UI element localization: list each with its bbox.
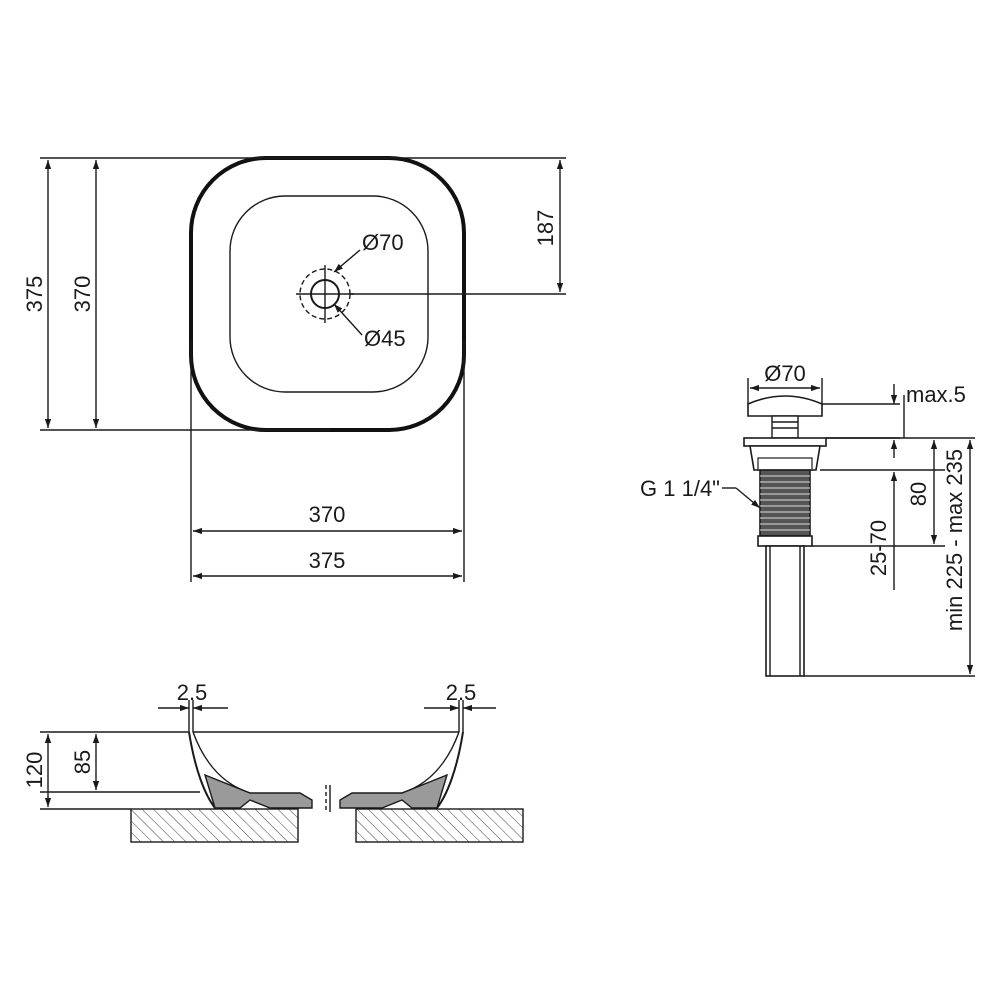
dim-thread: G 1 1/4"	[640, 476, 720, 501]
section-right	[339, 773, 449, 809]
dim-cap-max: max.5	[906, 382, 966, 407]
leader-drain-outer	[333, 249, 361, 273]
drain-cap	[747, 395, 823, 417]
dim-height-outer: 375	[22, 276, 47, 313]
drain-stem	[771, 415, 799, 439]
drain-flange	[743, 437, 827, 447]
dim-width-inner: 370	[309, 502, 346, 527]
section-left	[203, 773, 313, 809]
drain-view: Ø70 max.5 80 25-70 min 225 - max 235 G 1…	[640, 361, 975, 677]
dim-total-height: 120	[22, 752, 47, 789]
bowl-outer-profile	[188, 731, 216, 809]
drain-lock-ring	[757, 535, 813, 547]
dim-range-a: 25-70	[866, 520, 891, 576]
countertop-right	[355, 808, 524, 843]
dim-drain-inner: Ø45	[364, 326, 406, 351]
dim-rim-left: 2.5	[177, 680, 208, 705]
leader-drain-inner	[333, 303, 363, 336]
dim-range-b: min 225 - max 235	[942, 449, 967, 631]
drain-tail-pipe	[765, 545, 805, 677]
thread-leader-b	[735, 487, 761, 509]
side-view: 2.5 2.5 120 85	[22, 680, 524, 843]
dim-bowl-height: 85	[70, 750, 95, 774]
countertop-left	[130, 808, 299, 843]
top-view: 375 370 187 Ø70 Ø45 370 375	[22, 156, 566, 582]
thread-lines	[760, 475, 810, 531]
dim-height-inner: 370	[70, 276, 95, 313]
dim-cap-dia: Ø70	[764, 361, 806, 386]
drain-nut-band	[757, 457, 813, 471]
drain-thread	[759, 469, 811, 537]
dim-body-length: 80	[906, 482, 931, 506]
dim-drain-outer: Ø70	[362, 230, 404, 255]
dim-rim-right: 2.5	[446, 680, 477, 705]
bowl-outer-profile-right	[436, 731, 464, 809]
dim-drain-offset: 187	[533, 210, 558, 247]
dim-width-outer: 375	[309, 548, 346, 573]
